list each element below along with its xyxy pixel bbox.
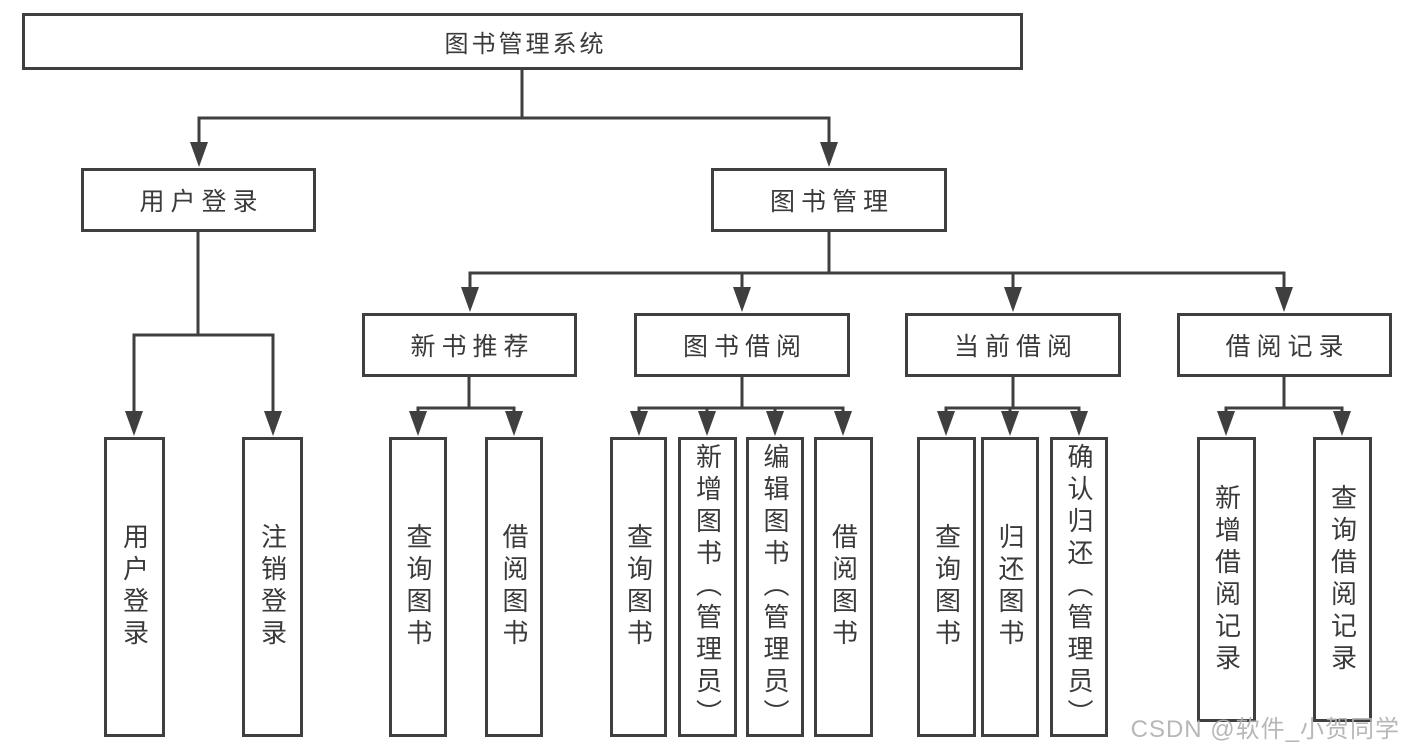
node-root: 图书管理系统 [22, 13, 1023, 70]
leaf-edit-books-admin: 编辑图书（管理员） [746, 437, 804, 737]
node-book-management: 图书管理 [711, 168, 947, 232]
node-borrowing-records-label: 借阅记录 [1225, 333, 1350, 361]
leaf-user-login: 用户登录 [104, 437, 165, 737]
leaf-return-books: 归还图书 [981, 437, 1039, 737]
node-user-login-label: 用户登录 [139, 188, 264, 216]
leaf-confirm-return-admin-label: 确认归还（管理员） [1064, 443, 1095, 731]
node-user-login: 用户登录 [81, 168, 316, 232]
leaf-query-borrow-record-label: 查询借阅记录 [1327, 483, 1358, 676]
leaf-borrow-books-borrowing-label: 借阅图书 [828, 523, 859, 651]
leaf-add-borrow-record: 新增借阅记录 [1197, 437, 1256, 722]
leaf-user-login-label: 用户登录 [119, 523, 150, 651]
leaf-logout-label: 注销登录 [257, 523, 288, 651]
leaf-add-borrow-record-label: 新增借阅记录 [1211, 483, 1242, 676]
watermark: CSDN @软件_小贺同学 [1130, 716, 1400, 743]
leaf-query-borrow-record: 查询借阅记录 [1313, 437, 1372, 722]
node-new-book-recommend: 新书推荐 [362, 313, 577, 377]
node-current-borrowing: 当前借阅 [905, 313, 1121, 377]
leaf-return-books-label: 归还图书 [995, 523, 1026, 651]
leaf-add-books-admin: 新增图书（管理员） [678, 437, 737, 737]
leaf-borrow-books-recommend: 借阅图书 [485, 437, 543, 737]
leaf-query-books-current: 查询图书 [917, 437, 976, 737]
leaf-borrow-books-borrowing: 借阅图书 [814, 437, 873, 737]
node-book-borrowing-label: 图书借阅 [682, 333, 807, 361]
leaf-query-books-borrowing-label: 查询图书 [623, 523, 654, 651]
node-book-borrowing: 图书借阅 [634, 313, 850, 377]
leaf-query-books-current-label: 查询图书 [931, 523, 962, 651]
node-current-borrowing-label: 当前借阅 [953, 333, 1078, 361]
leaf-add-books-admin-label: 新增图书（管理员） [692, 443, 723, 731]
leaf-edit-books-admin-label: 编辑图书（管理员） [760, 443, 791, 731]
node-new-book-recommend-label: 新书推荐 [410, 333, 535, 361]
leaf-borrow-books-recommend-label: 借阅图书 [499, 523, 530, 651]
leaf-query-books-borrowing: 查询图书 [610, 437, 667, 737]
node-root-label: 图书管理系统 [444, 31, 607, 58]
node-borrowing-records: 借阅记录 [1177, 313, 1392, 377]
node-book-management-label: 图书管理 [769, 188, 894, 216]
leaf-query-books-recommend-label: 查询图书 [403, 523, 434, 651]
leaf-query-books-recommend: 查询图书 [389, 437, 447, 737]
leaf-logout: 注销登录 [242, 437, 303, 737]
leaf-confirm-return-admin: 确认归还（管理员） [1050, 437, 1108, 737]
